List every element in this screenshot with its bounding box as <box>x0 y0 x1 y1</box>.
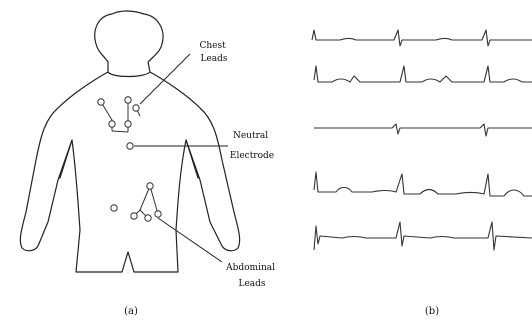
chest-electrode <box>109 121 115 127</box>
body-diagram: Chest Leads Neutral Electrode Abdominal … <box>20 11 278 317</box>
left-arm-inner <box>60 140 72 178</box>
ecg-trace-4 <box>314 172 532 196</box>
abdominal-electrode <box>155 211 161 217</box>
abdominal-electrode <box>131 213 137 219</box>
ecg-trace-5 <box>314 222 532 250</box>
abdominal-electrode <box>111 205 117 211</box>
abdominal-leads-label: Abdominal Leads <box>225 263 278 289</box>
chest-leads-label: Chest Leads <box>199 41 228 64</box>
neck-line <box>108 72 150 77</box>
chest-leads-pointer <box>140 54 190 104</box>
abdominal-lead-wire <box>150 186 158 214</box>
ecg-traces-panel: (b) <box>312 30 532 317</box>
panel-b-caption: (b) <box>425 306 439 317</box>
chest-electrode <box>125 97 131 103</box>
neutral-electrode-dot <box>127 143 133 149</box>
neutral-electrode-label: Neutral Electrode <box>230 131 274 161</box>
ecg-trace-1 <box>312 30 532 46</box>
abdominal-lead-wire <box>140 186 150 218</box>
abdominal-leads-pointer <box>158 218 222 262</box>
abdominal-electrode <box>147 183 153 189</box>
ecg-trace-3 <box>314 124 532 136</box>
chest-electrode <box>133 105 139 111</box>
chest-lead-wire <box>112 131 128 132</box>
ecg-trace-2 <box>314 66 532 82</box>
abdominal-electrode <box>145 215 151 221</box>
chest-electrode <box>98 99 104 105</box>
chest-electrode <box>125 121 131 127</box>
panel-a-caption: (a) <box>124 306 138 317</box>
